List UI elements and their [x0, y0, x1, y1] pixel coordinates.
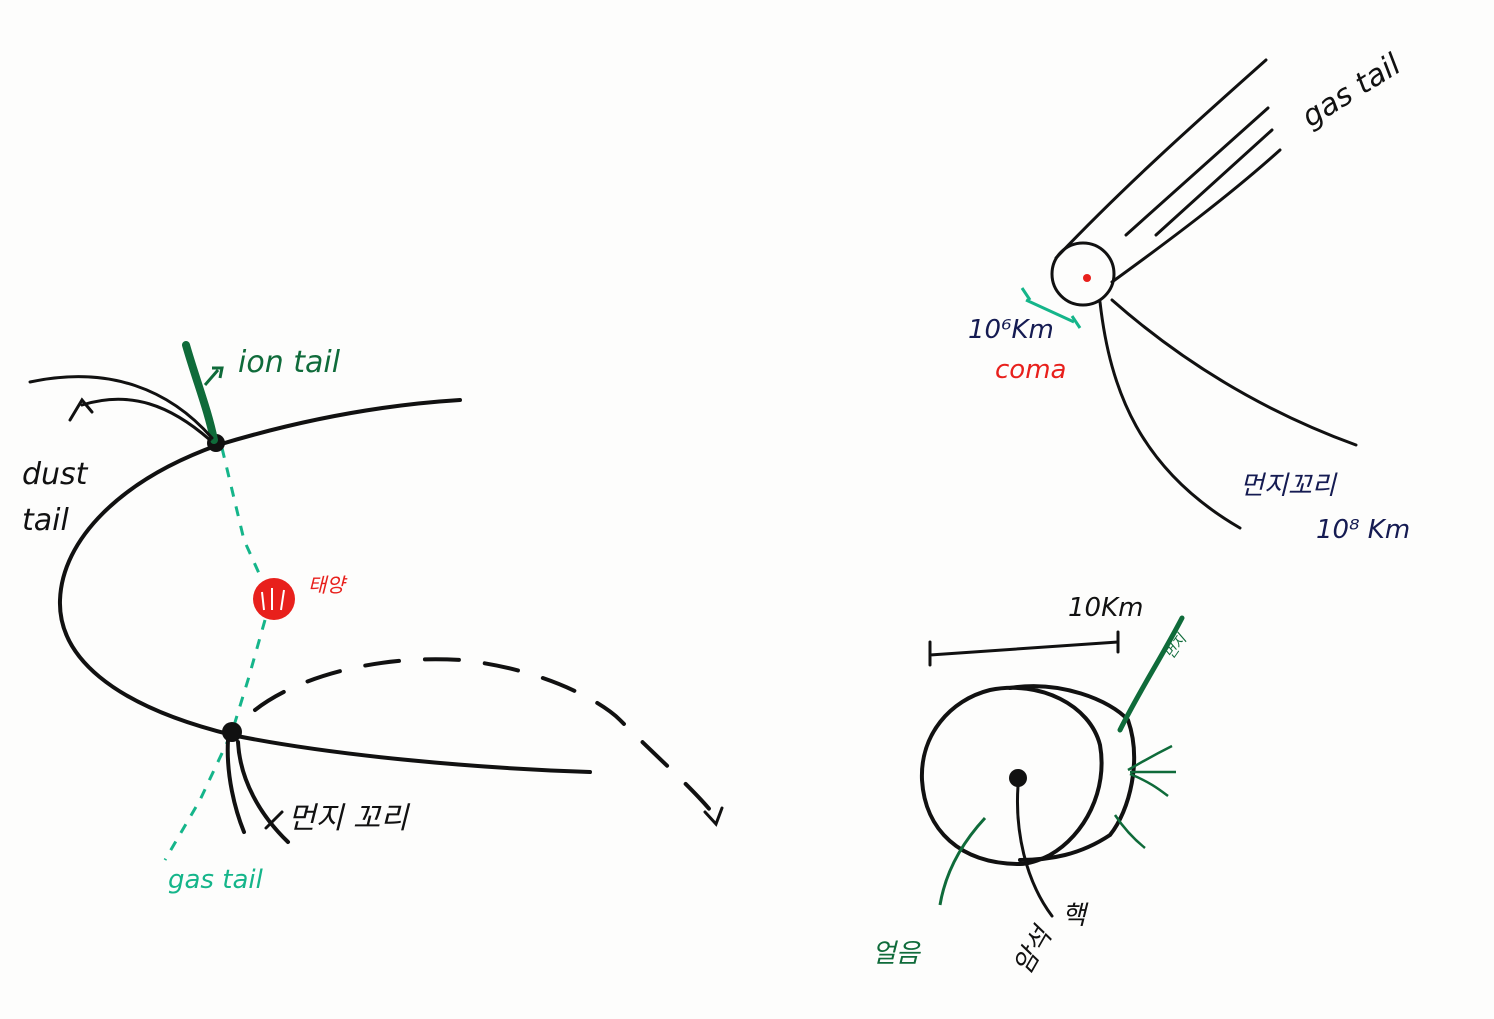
dust-tail-lower-2 [236, 740, 290, 844]
orbit-arrowhead [703, 806, 724, 827]
coma [1050, 241, 1116, 307]
dust-tail-kr-label-top: 먼지꼬리 [1240, 471, 1338, 501]
nucleus-scale-label: 10Km [1068, 593, 1143, 623]
dust-tail-arrow [68, 397, 94, 422]
nucleus-scale-bar [928, 630, 1120, 667]
nucleus-label: 핵 [1062, 901, 1089, 931]
coma-label: coma [995, 355, 1066, 385]
dust-strand-3 [1113, 814, 1146, 849]
coma-size-label: 10⁶Km [968, 315, 1054, 345]
gas-tail-line-2 [1154, 128, 1274, 237]
dust-tail-upper-inner [80, 397, 212, 442]
sun-label: 태양 [308, 573, 348, 597]
sun [253, 578, 295, 620]
nucleus-body [919, 685, 1104, 866]
ion-tail-label: ion tail [238, 345, 341, 380]
dust-tail-label-line2: tail [22, 503, 69, 538]
ion-tail-pointer [203, 366, 224, 386]
sun-scribble [261, 588, 285, 611]
comet-structure-diagram: gas tail 10⁶Km coma 먼지꼬리 10⁸ Km [968, 47, 1410, 545]
gas-tail-label-top: gas tail [1296, 47, 1408, 135]
nucleus-back-layer [1008, 684, 1136, 862]
coma-scale-bar [1020, 287, 1082, 329]
comet-nucleus-lower [222, 722, 242, 742]
dust-tail-outer [1098, 300, 1242, 530]
nucleus-diagram: 10Km 핵 암석 얼음 먼지 [872, 593, 1191, 980]
dust-tail-inner [1110, 298, 1358, 447]
dust-tail-label-line1: dust [22, 457, 89, 492]
comet-orbit [57, 398, 592, 774]
dust-tail-kr-label: 먼지 꼬리 [288, 801, 410, 836]
coma-nucleus-dot [1083, 274, 1091, 282]
nucleus-pointer [1016, 784, 1054, 918]
gas-tail-line-1 [1124, 106, 1270, 237]
sun-comet-line [163, 447, 267, 861]
orbit-dashed-continuation [253, 657, 720, 822]
orbit-diagram: 태양 ion tail dust tail 먼지 꼬리 gas tail [22, 341, 724, 895]
dust-strand-2 [1127, 744, 1176, 797]
rock-label: 암석 [1008, 920, 1059, 979]
ice-label: 얼음 [872, 939, 922, 969]
gas-tail-line-inner [1110, 148, 1282, 284]
gas-tail-line-outer [1054, 58, 1268, 260]
dust-label: 먼지 [1162, 631, 1191, 662]
dust-tail-lower-1 [225, 738, 246, 834]
dust-strand-1 [1117, 615, 1185, 733]
dust-tail-lower-pointer [264, 810, 284, 830]
ice-pointer [938, 816, 987, 906]
nucleus-core [1009, 769, 1027, 787]
dust-tail-upper [28, 375, 214, 440]
dust-tail-size-label: 10⁸ Km [1316, 515, 1410, 545]
gas-tail-label: gas tail [168, 865, 264, 895]
ion-tail [182, 341, 218, 444]
